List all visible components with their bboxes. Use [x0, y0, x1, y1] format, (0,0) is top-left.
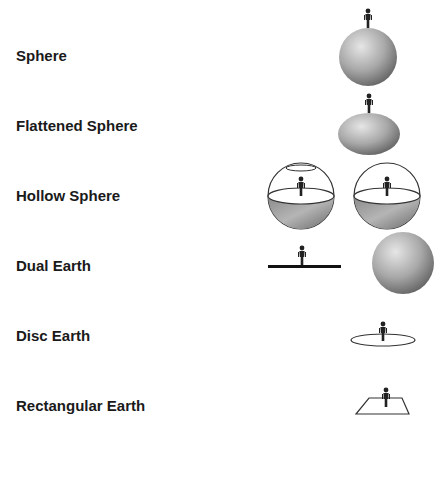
rectangular-earth-figure: [356, 388, 409, 414]
hollow-sphere-figure: [268, 163, 334, 229]
shape-label: Disc Earth: [16, 327, 90, 345]
dual-earth-figure: [268, 232, 434, 294]
hollow-sphere-figure: [354, 163, 420, 229]
disc-earth-figure: [351, 322, 415, 346]
shape-label: Rectangular Earth: [16, 397, 145, 415]
shape-label: Dual Earth: [16, 257, 91, 275]
flattened-sphere-figure: [338, 94, 400, 155]
shape-label: Sphere: [16, 47, 67, 65]
shape-label: Hollow Sphere: [16, 187, 120, 205]
sphere-figure: [339, 9, 397, 86]
shape-label: Flattened Sphere: [16, 117, 138, 135]
